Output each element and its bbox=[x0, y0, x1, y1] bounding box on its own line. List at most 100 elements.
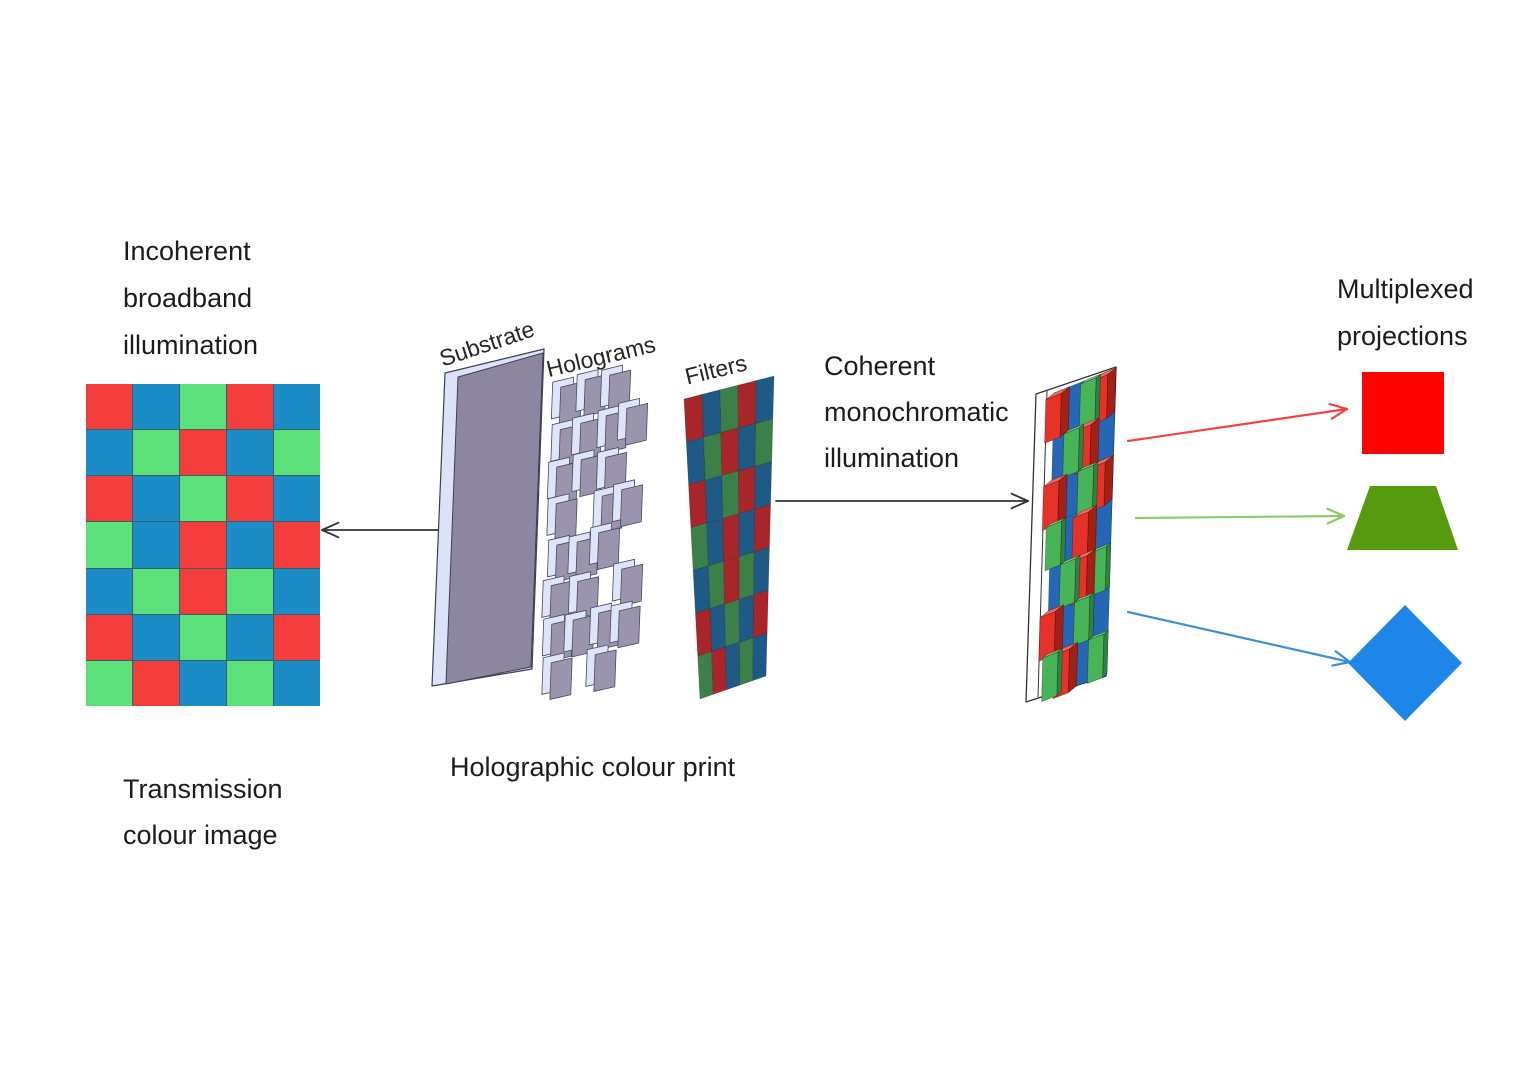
transmission-grid-cell bbox=[133, 476, 179, 522]
filter-cell bbox=[695, 608, 712, 657]
transmission-grid-cell bbox=[274, 568, 320, 614]
hologram-tile-face bbox=[617, 605, 641, 649]
filter-cell bbox=[719, 384, 739, 433]
filter-cell bbox=[754, 418, 774, 467]
transmission-grid-cell bbox=[227, 384, 273, 430]
filter-cell bbox=[738, 466, 756, 515]
holographic-print-label: Holographic colour print bbox=[450, 752, 736, 782]
filter-cell bbox=[739, 637, 754, 686]
hologram-tile-face bbox=[593, 649, 617, 692]
filter-cell bbox=[724, 599, 740, 648]
filter-cell bbox=[701, 389, 722, 438]
pixel-block-front bbox=[1058, 558, 1077, 609]
hologram-tile-face bbox=[619, 563, 644, 607]
filter-cell bbox=[688, 479, 708, 528]
transmission-grid-cell bbox=[86, 384, 132, 430]
pixel-block-front bbox=[1086, 633, 1105, 684]
substrate-slab-face bbox=[445, 352, 544, 685]
pixel-block-side bbox=[1104, 542, 1112, 591]
filter-cell bbox=[685, 436, 706, 486]
filter-cell bbox=[704, 475, 724, 524]
projected-red-square bbox=[1362, 372, 1444, 454]
transmission-grid-cell bbox=[180, 384, 226, 430]
filter-cell bbox=[692, 565, 711, 614]
transmission-grid-cell bbox=[227, 522, 273, 568]
filter-cell bbox=[708, 560, 725, 609]
projected-green-trapezoid bbox=[1347, 486, 1458, 550]
transmission-image-label: Transmission colour image bbox=[123, 774, 283, 850]
filter-cell bbox=[711, 646, 727, 695]
transmission-grid-cell bbox=[274, 476, 320, 522]
filter-cell bbox=[737, 380, 757, 429]
filter-cell bbox=[722, 513, 740, 562]
transmission-grid-cell bbox=[180, 568, 226, 614]
filter-cell bbox=[725, 642, 740, 691]
transmission-grid-cell bbox=[86, 568, 132, 614]
projected-blue-diamond bbox=[1348, 605, 1462, 721]
hologram-tile-face bbox=[554, 498, 578, 541]
hologram-tile-face bbox=[619, 484, 644, 528]
filter-cell bbox=[752, 589, 769, 639]
transmission-grid-cell bbox=[86, 430, 132, 476]
pixel-block-side bbox=[1067, 642, 1079, 694]
filter-cell bbox=[737, 423, 756, 472]
filter-cell bbox=[709, 603, 726, 652]
transmission-grid-cell bbox=[274, 430, 320, 476]
filter-cell bbox=[697, 651, 714, 700]
transmission-grid-cell bbox=[133, 660, 179, 706]
coherent-illumination-label: Coherent monochromatic illumination bbox=[824, 351, 1009, 473]
filter-cell bbox=[706, 518, 724, 567]
arrow-blue-projection bbox=[1126, 610, 1352, 667]
pixel-block-front bbox=[1044, 520, 1062, 572]
transmission-grid-cell bbox=[274, 384, 320, 430]
transmission-grid-cell bbox=[274, 522, 320, 568]
transmission-grid-cell bbox=[133, 522, 179, 568]
transmission-grid-cell bbox=[180, 476, 226, 522]
transmission-grid-cell bbox=[227, 568, 273, 614]
arrow-to-transmission-image bbox=[321, 521, 439, 539]
transmission-grid-cell bbox=[227, 614, 273, 660]
filter-cell bbox=[754, 461, 773, 510]
filter-cell bbox=[753, 504, 771, 553]
filter-cell bbox=[703, 432, 723, 481]
pixel-block-front bbox=[1044, 393, 1062, 444]
transmission-grid-cell bbox=[180, 430, 226, 476]
filter-cell bbox=[738, 594, 755, 643]
filter-cell bbox=[683, 394, 704, 443]
transmission-grid-cell bbox=[133, 614, 179, 660]
pixel-block-front bbox=[1041, 651, 1059, 702]
multiplexed-projections-label: Multiplexed projections bbox=[1337, 274, 1474, 351]
transmission-grid-cell bbox=[180, 614, 226, 660]
filter-cell bbox=[721, 470, 739, 519]
filter-cell bbox=[752, 632, 768, 681]
hologram-tile-face bbox=[549, 657, 573, 700]
filter-cell bbox=[738, 551, 755, 600]
transmission-grid-cell bbox=[133, 384, 179, 430]
transmission-grid-cell bbox=[86, 614, 132, 660]
pixel-block-front bbox=[1062, 427, 1080, 478]
transmission-grid-cell bbox=[133, 430, 179, 476]
transmission-grid-cell bbox=[133, 568, 179, 614]
filter-cell bbox=[690, 522, 709, 571]
transmission-grid-cell bbox=[180, 522, 226, 568]
transmission-grid-cell bbox=[86, 660, 132, 706]
filter-cell bbox=[720, 427, 739, 476]
pixel-block-front bbox=[1072, 595, 1091, 647]
filter-cell bbox=[723, 556, 740, 605]
filter-cell bbox=[753, 547, 770, 596]
incoherent-illumination-label: Incoherent broadband illumination bbox=[123, 236, 259, 360]
transmission-grid-cell bbox=[86, 522, 132, 568]
arrow-coherent-illumination bbox=[775, 492, 1029, 510]
transmission-grid bbox=[86, 384, 320, 706]
arrow-green-projection bbox=[1134, 507, 1346, 525]
transmission-grid-cell bbox=[274, 614, 320, 660]
transmission-grid-cell bbox=[227, 660, 273, 706]
transmission-grid-cell bbox=[274, 660, 320, 706]
filter-cell bbox=[755, 375, 775, 424]
transmission-grid-cell bbox=[86, 476, 132, 522]
transmission-grid-cell bbox=[180, 660, 226, 706]
hologram-tile-face bbox=[624, 402, 649, 446]
filter-cell bbox=[738, 508, 755, 557]
